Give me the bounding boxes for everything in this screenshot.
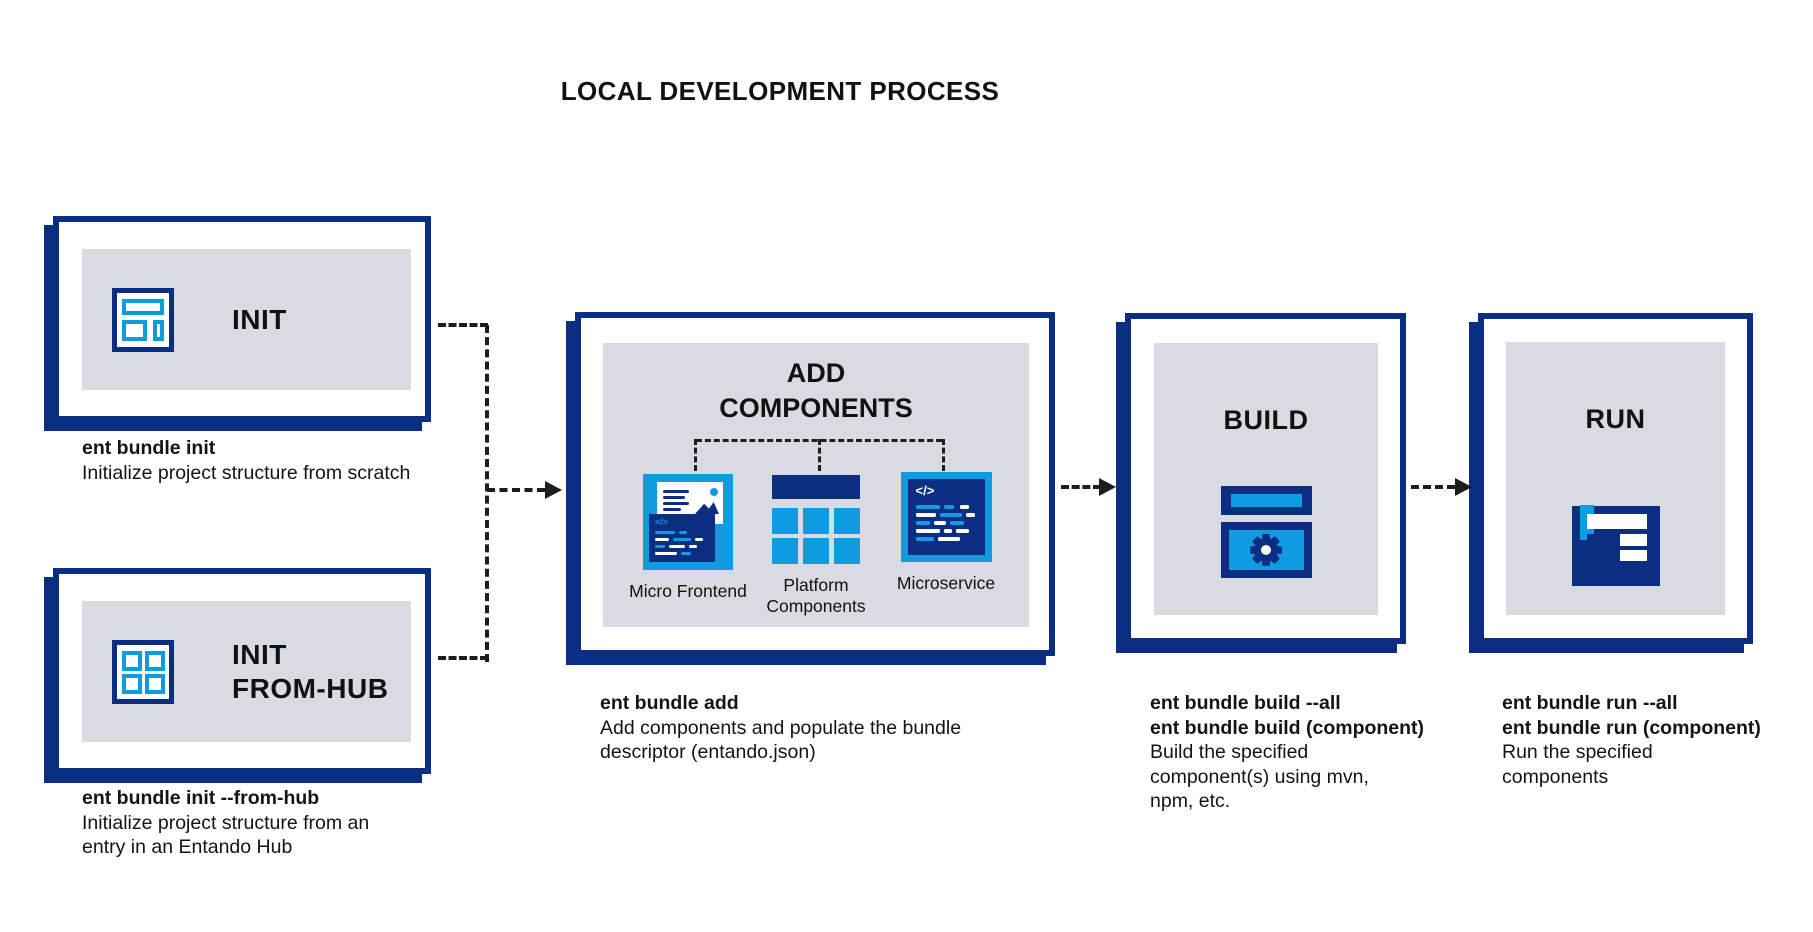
page-title: LOCAL DEVELOPMENT PROCESS [560,76,1000,106]
build-gear-icon [1220,486,1312,578]
run-description-line: Run the specified [1502,741,1653,763]
build-description-line: npm, etc. [1150,790,1231,812]
init-description: Initialize project structure from scratc… [82,461,411,484]
code-glyph: </> [655,517,669,527]
init-from-hub-connector-bottom [438,656,488,660]
init-panel: INIT [82,249,411,390]
add-components-label: ADD COMPONENTS [719,358,913,423]
init-from-hub-description-line: entry in an Entando Hub [82,836,293,858]
init-from-hub-caption: ent bundle init --from-hub Initialize pr… [82,786,369,860]
grid-window-icon [112,639,174,704]
micro-frontend-icon: </> [643,474,733,570]
add-components-caption: ent bundle add Add components and popula… [600,691,961,765]
platform-components-item: Platform Components [735,475,897,617]
build-command-line: ent bundle build (component) [1150,716,1425,739]
arrowhead-icon [1455,478,1472,496]
build-description-line: Build the specified [1150,741,1309,763]
add-components-command: ent bundle add [600,692,739,714]
micro-frontend-label: Micro Frontend [629,581,747,601]
image-glyph [695,488,719,516]
build-caption: ent bundle build --all ent bundle build … [1150,691,1424,814]
run-command-line: ent bundle run (component) [1502,716,1761,739]
init-from-hub-label: INIT FROM-HUB [232,638,389,704]
run-caption: ent bundle run --all ent bundle run (com… [1502,691,1761,789]
sun-glyph [710,488,718,496]
run-panel: RUN [1506,342,1725,615]
run-label: RUN [1585,404,1646,434]
layout-window-icon [112,287,174,352]
init-node: INIT [53,216,431,422]
micro-frontend-item: </> Micro Frontend [605,474,771,602]
arrowhead-icon [545,481,562,499]
build-node: BUILD [1125,313,1406,644]
microservice-label: Microservice [896,573,996,593]
add-components-panel: ADD COMPONENTS [603,343,1029,627]
init-from-hub-node: INIT FROM-HUB [53,568,431,774]
arrow-to-run [1411,485,1455,489]
init-from-hub-description-line: Initialize project structure from an [82,811,370,834]
code-glyph: </> [915,483,935,498]
gear-glyph [1249,533,1283,567]
init-command: ent bundle init [82,437,216,459]
platform-components-icon [772,475,860,564]
run-window-icon [1571,505,1660,586]
build-description-line: component(s) using mvn, [1150,765,1369,788]
run-node: RUN [1478,313,1753,644]
init-label: INIT [232,303,287,335]
microservice-icon: </> [900,472,992,562]
run-command-line: ent bundle run --all [1502,692,1678,714]
add-components-node: ADD COMPONENTS [575,312,1055,656]
init-connector-top [438,323,488,327]
build-label: BUILD [1223,405,1309,435]
init-from-hub-panel: INIT FROM-HUB [82,601,411,742]
arrowhead-icon [1099,478,1116,496]
mountain-glyph [695,502,719,514]
build-panel: BUILD [1154,343,1378,615]
microservice-item: </> [865,472,1027,594]
add-components-description-line: descriptor (entando.json) [600,741,816,763]
arrow-to-add-components [487,488,545,492]
init-caption: ent bundle init Initialize project struc… [82,436,410,485]
build-command-line: ent bundle build --all [1150,692,1341,714]
merge-connector-vertical [485,325,489,662]
init-from-hub-command: ent bundle init --from-hub [82,787,320,809]
add-components-description-line: Add components and populate the bundle [600,716,962,739]
arrow-to-build [1061,485,1101,489]
run-description-line: components [1502,765,1609,788]
platform-components-label: Platform Components [766,575,866,616]
